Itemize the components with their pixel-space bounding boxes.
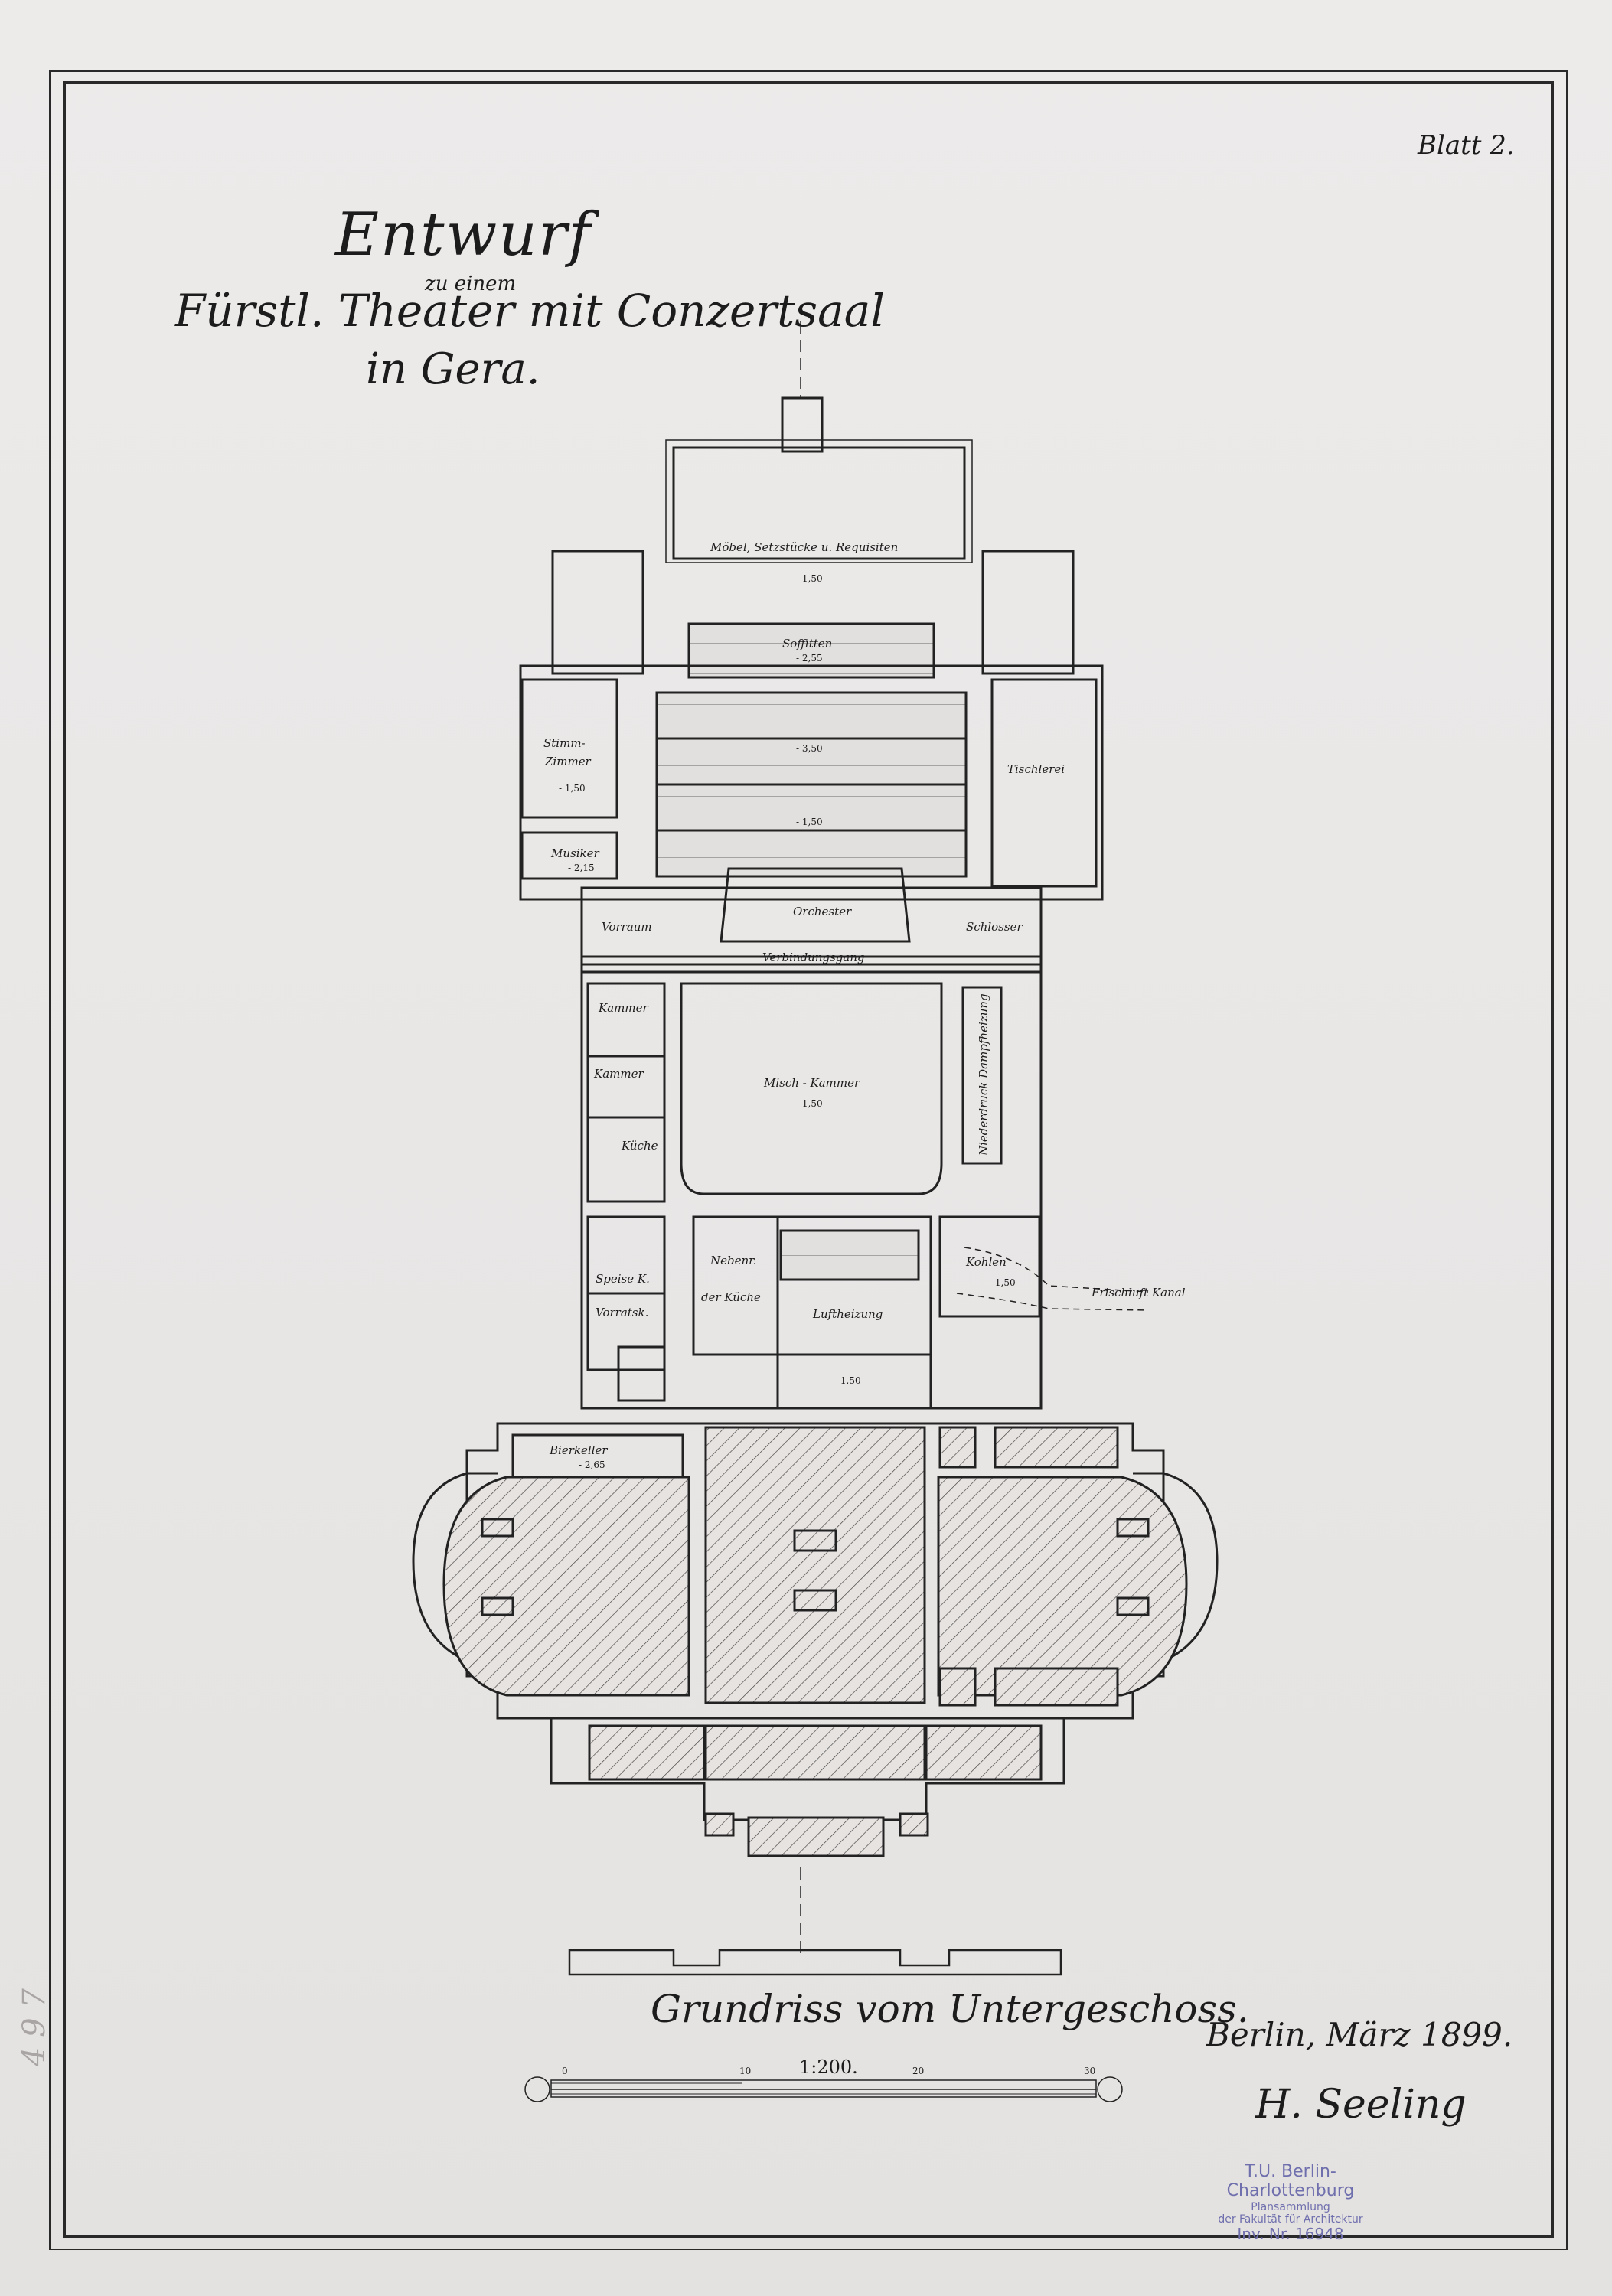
- room-luftheizung: Luftheizung: [812, 1307, 883, 1321]
- title-line3: in Gera.: [366, 344, 540, 394]
- scale-mark-30: 30: [1084, 2066, 1095, 2076]
- room-tischlerei: Tischlerei: [1007, 762, 1065, 776]
- room-kohlen: Kohlen: [965, 1255, 1007, 1269]
- level-musiker: - 2,15: [568, 863, 595, 873]
- level-buehne-1: - 3,50: [796, 743, 823, 754]
- inner-frame: [63, 81, 1554, 2238]
- room-kueche: Küche: [621, 1139, 658, 1153]
- room-nebenr-2: der Küche: [701, 1290, 761, 1304]
- room-orchester: Orchester: [793, 905, 852, 918]
- title-line2: Fürstl. Theater mit Conzertsaal: [175, 285, 885, 337]
- scale-label: 1:200.: [799, 2056, 858, 2078]
- room-kammer-2: Kammer: [593, 1067, 644, 1081]
- room-moebel: Möbel, Setzstücke u. Requisiten: [710, 540, 898, 554]
- level-buehne-2: - 1,50: [796, 817, 823, 827]
- level-bierkeller: - 2,65: [579, 1459, 605, 1470]
- level-soffitten: - 2,55: [796, 653, 823, 664]
- scale-mark-0: 0: [562, 2066, 568, 2076]
- plan-title: Grundriss vom Untergeschoss.: [651, 1987, 1249, 2031]
- stamp-line1: T.U. Berlin-Charlottenburg: [1226, 2162, 1355, 2201]
- level-luftheizung: - 1,50: [834, 1375, 861, 1386]
- room-niederdruck: Niederdruck Dampfheizung: [977, 993, 990, 1156]
- room-stimmzimmer-1: Stimm-: [543, 736, 586, 750]
- title-main: Entwurf: [335, 201, 592, 269]
- sheet-number: Blatt 2.: [1418, 130, 1515, 161]
- level-stimmzimmer: - 1,50: [559, 783, 586, 794]
- stamp-line2: Plansammlung: [1251, 2200, 1330, 2213]
- scale-mark-20: 20: [912, 2066, 924, 2076]
- room-musiker: Musiker: [550, 846, 599, 860]
- room-vorratsk: Vorratsk.: [596, 1306, 648, 1319]
- pencil-note: 4 9 7: [17, 1988, 52, 2066]
- room-schlosser: Schlosser: [966, 920, 1023, 934]
- level-misch-kammer: - 1,50: [796, 1098, 823, 1109]
- level-kohlen: - 1,50: [989, 1277, 1016, 1288]
- room-frischluft: Frischluft Kanal: [1091, 1286, 1186, 1300]
- room-stimmzimmer-2: Zimmer: [544, 755, 592, 768]
- room-misch-kammer: Misch - Kammer: [763, 1076, 860, 1090]
- stamp-line3: der Fakultät für Architektur: [1218, 2213, 1363, 2226]
- room-verbindungsgang: Verbindungsgang: [762, 951, 865, 964]
- stamp-line4: Inv. Nr. 16948: [1237, 2224, 1344, 2243]
- room-kammer-1: Kammer: [598, 1001, 648, 1015]
- signature: H. Seeling: [1255, 2082, 1467, 2128]
- archive-stamp: T.U. Berlin-Charlottenburg Plansammlung …: [1191, 2162, 1390, 2243]
- room-vorraum: Vorraum: [602, 920, 652, 934]
- room-nebenr-1: Nebenr.: [710, 1254, 756, 1267]
- level-moebel: - 1,50: [796, 573, 823, 584]
- title-sub: zu einem: [425, 272, 517, 295]
- room-bierkeller: Bierkeller: [549, 1443, 608, 1457]
- scale-mark-10: 10: [739, 2066, 751, 2076]
- outer-frame: [49, 70, 1568, 2250]
- place-date: Berlin, März 1899.: [1206, 2016, 1513, 2053]
- room-soffitten: Soffitten: [782, 637, 832, 651]
- room-speisek: Speise K.: [596, 1272, 650, 1286]
